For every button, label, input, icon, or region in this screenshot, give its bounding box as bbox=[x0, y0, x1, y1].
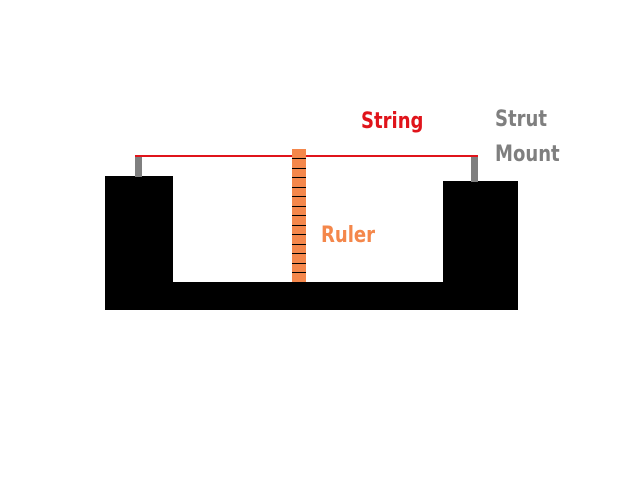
ruler-tick bbox=[292, 158, 306, 159]
ruler-tick bbox=[292, 187, 306, 188]
ruler-tick bbox=[292, 215, 306, 216]
ruler-tick bbox=[292, 206, 306, 207]
ruler-tick bbox=[292, 177, 306, 178]
ruler-tick bbox=[292, 253, 306, 254]
right-strut-mount bbox=[471, 156, 478, 182]
strut-mount-label: Strut Mount bbox=[495, 102, 560, 172]
ruler-tick bbox=[292, 244, 306, 245]
ruler-label: Ruler bbox=[321, 223, 376, 248]
string-label: String bbox=[361, 109, 424, 134]
ruler-tick bbox=[292, 168, 306, 169]
ruler-tick bbox=[292, 234, 306, 235]
left-strut-mount bbox=[135, 156, 142, 177]
strut-mount-label-line1: Strut bbox=[495, 107, 547, 132]
strut-mount-label-line2: Mount bbox=[495, 142, 560, 167]
ruler-tick bbox=[292, 196, 306, 197]
base-bar bbox=[105, 282, 518, 310]
ruler-tick bbox=[292, 225, 306, 226]
ruler-tick bbox=[292, 263, 306, 264]
ruler bbox=[292, 149, 306, 282]
ruler-tick bbox=[292, 272, 306, 273]
string-line bbox=[135, 155, 478, 157]
